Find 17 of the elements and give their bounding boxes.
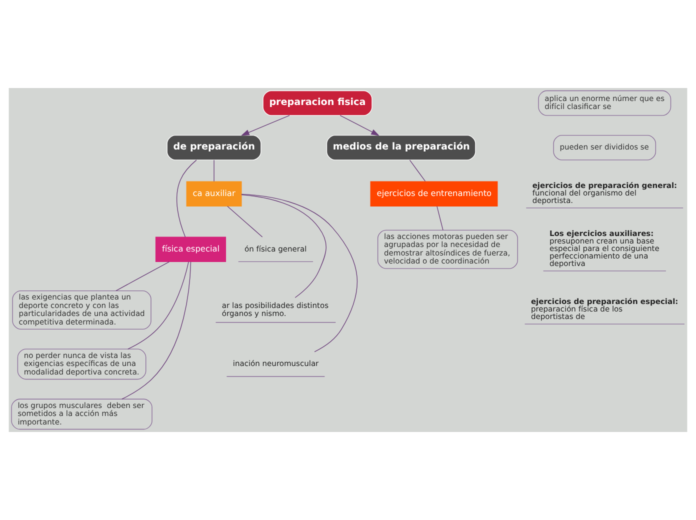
arrow [340,115,380,136]
connector [176,160,197,238]
node-box: medios de la preparación [326,134,476,160]
node-box: física especial [155,236,226,262]
node-box: ejercicios de entrenamiento [370,181,498,207]
connector [409,160,426,182]
connector [436,206,444,230]
connector [241,194,358,352]
node-box: preparacion fisica [262,90,372,116]
node-box: ca auxiliar [186,181,242,207]
connector [122,261,192,400]
arrow [241,115,290,136]
connector [241,194,326,298]
connector [116,261,170,292]
connector [128,261,189,350]
node-box: de preparación [166,134,262,160]
connector [227,206,263,238]
